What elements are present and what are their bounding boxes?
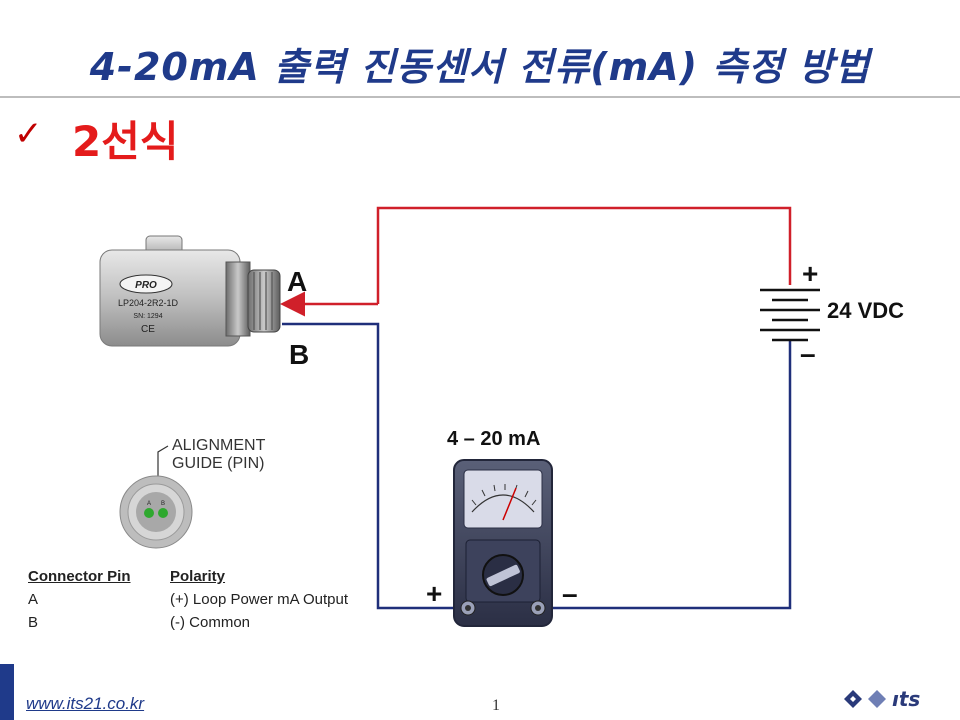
polarity-cell: (+) Loop Power mA Output [170, 591, 349, 608]
guide-line-2: GUIDE (PIN) [172, 455, 265, 472]
sensor-ce-mark: CE [141, 324, 155, 335]
table-row: A (+) Loop Power mA Output [28, 588, 348, 611]
terminal-a-label: A [287, 266, 308, 297]
its-logo-icon: ıts [844, 687, 920, 711]
svg-text:ıts: ıts [892, 687, 920, 711]
meter-range-label: 4 – 20 mA [447, 428, 541, 450]
supply-voltage-label: 24 VDC [827, 298, 905, 323]
multimeter-icon [453, 459, 553, 627]
connector-pin-a: A [147, 501, 151, 507]
sensor-brand: PRO [135, 280, 157, 291]
header-connector-pin: Connector Pin [28, 568, 131, 585]
battery-plus-label: + [802, 258, 819, 289]
guide-line-1: ALIGNMENT [172, 437, 266, 454]
page-number: 1 [492, 697, 500, 714]
pin-cell: B [28, 614, 39, 631]
page-title: 4-20mA 출력 진동센서 전류(mA) 측정 방법 [89, 45, 871, 89]
section-heading: 2선식 [72, 117, 179, 166]
header-polarity: Polarity [170, 568, 226, 585]
connector-pin-b: B [161, 501, 165, 507]
meter-minus-label: – [562, 578, 578, 609]
sensor-icon: PRO LP204-2R2-1D SN: 1294 CE [99, 235, 281, 347]
table-header: Connector Pin Polarity [28, 565, 348, 588]
polarity-cell: (-) Common [170, 614, 251, 631]
terminal-b-label: B [289, 339, 310, 370]
battery-minus-label: – [800, 338, 816, 369]
pin-polarity-table: Connector Pin Polarity A (+) Loop Power … [28, 565, 348, 634]
positive-wire [376, 206, 792, 304]
title-divider [0, 96, 960, 98]
footer-accent-bar [0, 664, 14, 720]
pin-cell: A [28, 591, 39, 608]
connector-face-icon: A B [119, 445, 193, 549]
battery-icon [760, 288, 820, 342]
check-icon: ✓ [14, 114, 43, 154]
return-wire [540, 340, 792, 610]
sensor-model: LP204-2R2-1D [118, 298, 179, 308]
meter-plus-label: + [426, 578, 443, 609]
negative-wire [282, 322, 462, 610]
table-row: B (-) Common [28, 611, 348, 634]
alignment-guide-caption: ALIGNMENT GUIDE (PIN) [172, 437, 265, 473]
sensor-serial: SN: 1294 [133, 313, 162, 320]
footer-link[interactable]: www.its21.co.kr [26, 694, 145, 713]
